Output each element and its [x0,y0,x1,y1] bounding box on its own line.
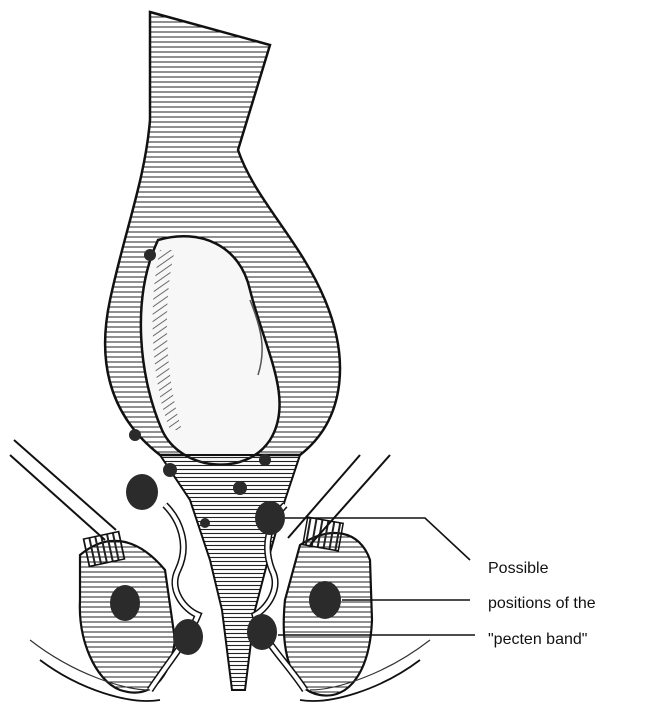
nodule-small [259,454,271,466]
left-rod-2 [14,440,116,530]
nodule [247,614,277,650]
nodule [110,585,140,621]
nodule-small [163,463,177,477]
nodule [309,581,341,619]
nodule-small [129,429,141,441]
right-levator-bundle [303,517,343,551]
nodule-small [233,481,247,495]
left-rod-1 [10,455,105,540]
caption-line-1: Possible [488,560,548,578]
caption-line-2: positions of the [488,595,596,613]
caption-line-3: "pecten band" [488,631,587,649]
nodule [126,474,158,510]
nodule-small [144,249,156,261]
nodule-small [200,518,210,528]
nodule [255,501,285,535]
nodule [173,619,203,655]
